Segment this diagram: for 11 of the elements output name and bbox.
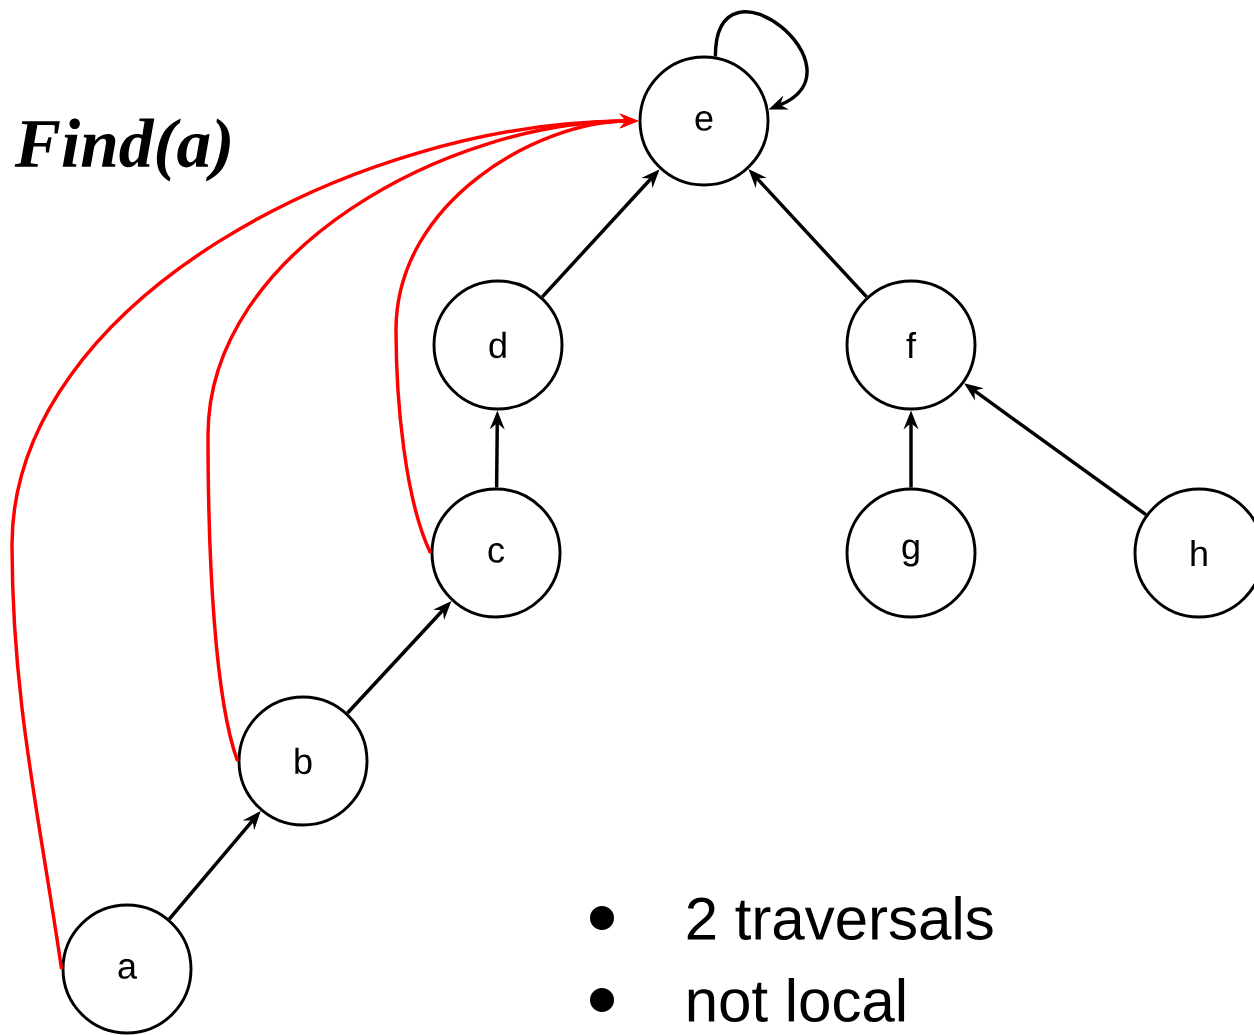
circle-node: f <box>845 279 977 411</box>
circle-node: e <box>638 55 770 187</box>
bullet-text: 2 traversals <box>687 895 993 941</box>
circle-node: b <box>237 695 369 827</box>
circle-node: c <box>430 487 562 619</box>
circle-node: g <box>845 487 977 619</box>
title: Find(a) <box>14 118 230 182</box>
arrow <box>713 10 809 110</box>
circle-node: d <box>432 279 564 411</box>
circle-node: a <box>61 903 193 1035</box>
bullet-text: not local <box>688 977 905 1023</box>
